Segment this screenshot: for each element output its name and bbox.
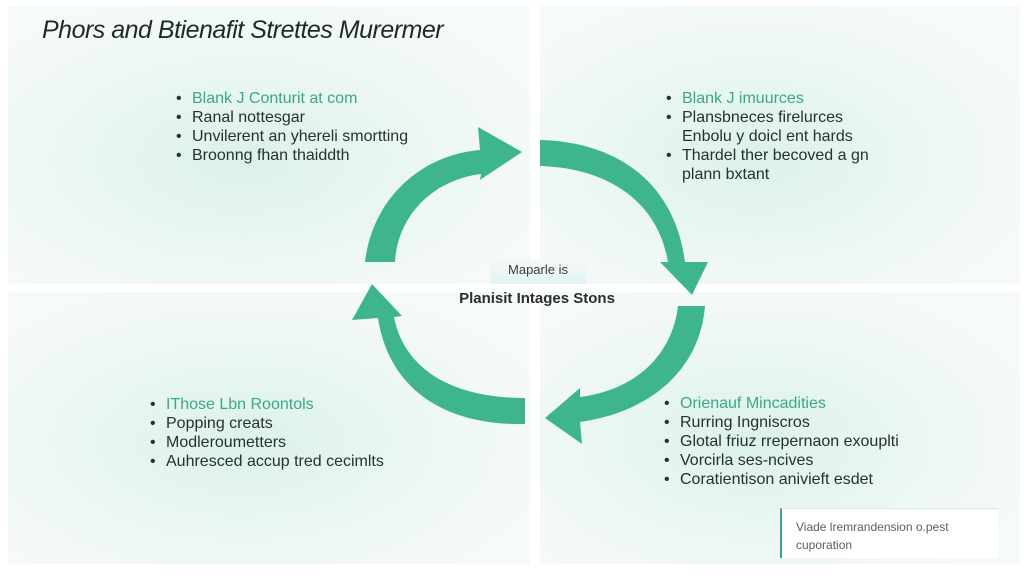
list-item: Ranal nottesgar	[174, 108, 408, 127]
quadrant-list-bottom-right: Orienauf Mincadities Rurring Ingniscros …	[662, 394, 899, 489]
list-item: Rurring Ingniscros	[662, 413, 899, 432]
list-item: Modleroumetters	[148, 433, 384, 452]
list-item: Glotal friuz rrepernaon exouplti	[662, 432, 899, 451]
bottom-left-arrow-icon	[352, 284, 525, 425]
top-left-arrow-icon	[365, 127, 522, 262]
list-item: Coratientison anivieft esdet	[662, 470, 899, 489]
quadrant-list-bottom-left: IThose Lbn Roontols Popping creats Modle…	[148, 395, 384, 471]
top-right-arrow-icon	[540, 140, 708, 295]
list-item: Unvilerent an yhereli smortting	[174, 127, 408, 146]
list-item: Enbolu y doicl ent hards	[682, 128, 853, 145]
diagram-title: Phors and Btienafit Strettes Murermer	[42, 16, 444, 44]
bottom-right-arrow-icon	[545, 306, 705, 444]
list-item: Vorcirla ses-ncives	[662, 451, 899, 470]
list-item: Broonng fhan thaiddth	[174, 146, 408, 165]
note-box: Viade lremrandension o.pest cuporation	[780, 508, 998, 558]
quadrant-list-top-left: Blank J Conturit at com Ranal nottesgar …	[174, 89, 408, 165]
center-title: Planisit Intages Stons	[459, 290, 615, 307]
list-item: Popping creats	[148, 414, 384, 433]
quadrant-heading: IThose Lbn Roontols	[148, 395, 384, 414]
list-item: plann bxtant	[682, 166, 770, 183]
quadrant-heading: Blank J Conturit at com	[174, 89, 408, 108]
list-item: Thardel ther becoved a gn	[664, 146, 869, 165]
quadrant-heading: Orienauf Mincadities	[662, 394, 899, 413]
quadrant-heading: Blank J imuurces	[664, 89, 869, 108]
quadrant-list-top-right: Blank J imuurces Plansbneces firelurces …	[664, 89, 869, 184]
quadrant-panel-top-right	[540, 6, 1020, 284]
center-tag: Maparle is	[490, 260, 586, 284]
list-item: Auhresced accup tred cecimlts	[148, 452, 384, 471]
list-item: Plansbneces firelurces	[664, 108, 869, 127]
